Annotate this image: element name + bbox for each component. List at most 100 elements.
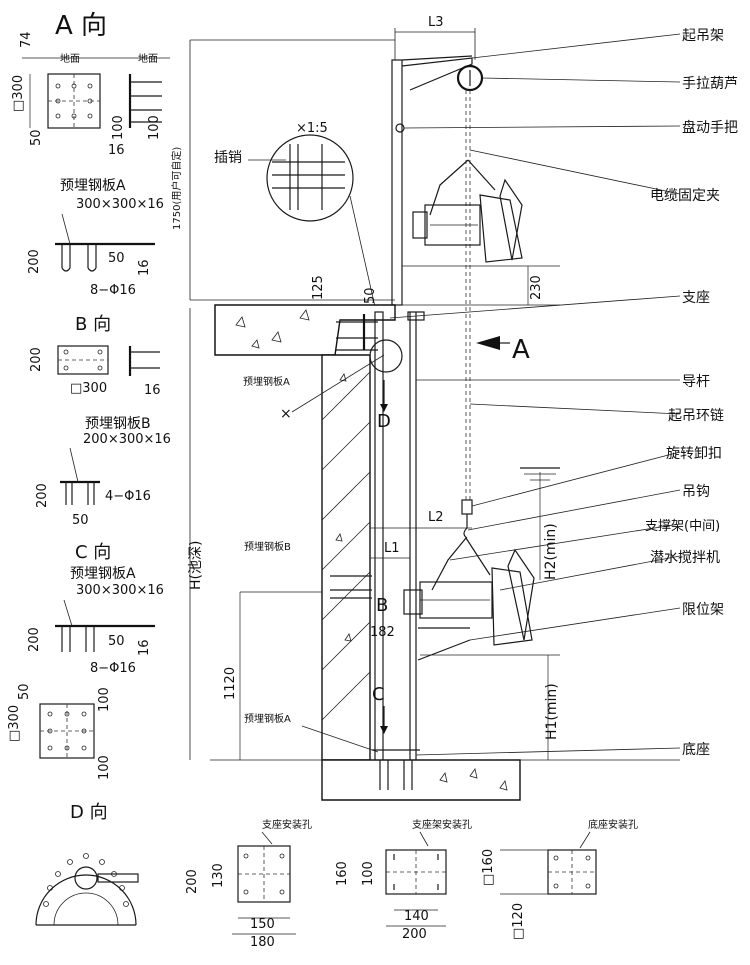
dim-100-c1: 100 bbox=[97, 687, 112, 712]
arrow-a-icon bbox=[476, 336, 500, 350]
callout-leaders bbox=[389, 33, 681, 756]
dim-16-a-detail: 16 bbox=[137, 259, 152, 276]
view-a-title: A 向 bbox=[55, 11, 107, 41]
dim-200-b: 200 bbox=[29, 347, 44, 372]
dim-50-a-detail: 50 bbox=[108, 251, 125, 266]
dim-150-hs: 150 bbox=[250, 917, 275, 932]
plate-a-holes bbox=[48, 74, 100, 128]
view-b-title: B 向 bbox=[75, 314, 111, 335]
dim-l2: L2 bbox=[428, 510, 444, 525]
plate-b-title: 预埋钢板B bbox=[85, 416, 151, 432]
bolt-4-b: 4−Φ16 bbox=[105, 489, 151, 504]
callout-hook: 吊钩 bbox=[682, 484, 710, 500]
callout-base: 底座 bbox=[682, 742, 710, 758]
dim-1120: 1120 bbox=[223, 667, 238, 700]
bolt-8-a: 8−Φ16 bbox=[90, 283, 136, 298]
small-plate-a-bottom-label: 预埋钢板A bbox=[244, 712, 291, 725]
upper-slab bbox=[214, 304, 396, 356]
pool-wall bbox=[321, 354, 371, 761]
swivel-shackle-icon bbox=[461, 499, 473, 515]
dim-sq300-c: □300 bbox=[7, 705, 22, 742]
callout-chain-hoist: 手拉葫芦 bbox=[682, 76, 738, 92]
plate-a-size: 300×300×16 bbox=[76, 197, 164, 212]
dim-50-a: 50 bbox=[29, 129, 44, 146]
scale-label: ×1:5 bbox=[296, 121, 328, 136]
callout-support-frame: 支撑架(中间) bbox=[645, 519, 720, 534]
dim-180-hs: 180 bbox=[250, 935, 275, 950]
mixer-installed bbox=[403, 537, 535, 661]
arrow-d-label: D bbox=[377, 411, 391, 432]
dim-182: 182 bbox=[370, 625, 395, 640]
dim-125: 125 bbox=[311, 275, 326, 300]
dim-100-a: 100 bbox=[111, 115, 126, 140]
dim-sq160-hb: □160 bbox=[481, 849, 496, 886]
pin-label: 插销 bbox=[214, 150, 242, 166]
bottom-slab bbox=[321, 759, 521, 801]
h1-label: H1(min) bbox=[544, 683, 560, 740]
callout-guide-rod: 导杆 bbox=[682, 374, 710, 390]
dim-230: 230 bbox=[529, 275, 544, 300]
dim-l3: L3 bbox=[428, 15, 444, 30]
dim-100-hf: 100 bbox=[361, 861, 376, 886]
dim-200-bd: 200 bbox=[35, 483, 50, 508]
hand-crank-icon bbox=[395, 123, 405, 133]
support-seat-detail bbox=[369, 339, 403, 373]
dim-200-hf: 200 bbox=[402, 927, 427, 942]
ground-label-2: 地面 bbox=[138, 52, 158, 65]
small-plate-b-label: 预埋钢板B bbox=[244, 540, 291, 553]
hole-base-title: 底座安装孔 bbox=[588, 818, 638, 831]
callout-limit-frame: 限位架 bbox=[682, 602, 724, 618]
dim-16-a: 16 bbox=[108, 143, 125, 158]
hole-support-title: 支座安装孔 bbox=[262, 818, 312, 831]
hole-frame-title: 支座架安装孔 bbox=[412, 818, 472, 831]
arrow-a-label: A bbox=[512, 335, 530, 365]
bolt-8-c: 8−Φ16 bbox=[90, 661, 136, 676]
plate-c-size: 300×300×16 bbox=[76, 583, 164, 598]
callout-cable-clamp: 电缆固定夹 bbox=[650, 188, 720, 204]
arrow-c-icon bbox=[380, 726, 388, 734]
dim-50-c2: 50 bbox=[17, 683, 32, 700]
pool-depth-label: H(池深) bbox=[188, 541, 204, 590]
x-mark: × bbox=[280, 406, 292, 422]
callout-lift-frame: 起吊架 bbox=[682, 28, 724, 44]
dim-50-b: 50 bbox=[72, 513, 89, 528]
arrow-c-label: C bbox=[372, 684, 385, 705]
arrow-b-label: B bbox=[376, 595, 388, 616]
callout-swivel-shackle: 旋转卸扣 bbox=[666, 446, 722, 462]
plate-a-title: 预埋钢板A bbox=[60, 178, 126, 194]
ground-label-1: 地面 bbox=[60, 52, 80, 65]
h2-label: H2(min) bbox=[543, 523, 559, 580]
view-d-semicircle bbox=[35, 853, 139, 926]
view-c-title: C 向 bbox=[75, 542, 111, 563]
small-plate-a-label: 预埋钢板A bbox=[243, 375, 290, 388]
plate-c-title: 预埋钢板A bbox=[70, 566, 136, 582]
callout-support-seat: 支座 bbox=[682, 290, 710, 306]
hook-icon bbox=[463, 514, 468, 539]
dim-160-hf: 160 bbox=[335, 861, 350, 886]
callout-lift-chain: 起吊环链 bbox=[668, 408, 724, 424]
callout-mixer: 潜水搅拌机 bbox=[650, 550, 720, 566]
callout-hand-crank: 盘动手把 bbox=[682, 119, 738, 136]
arrow-d-icon bbox=[380, 404, 388, 412]
plate-b-size: 200×300×16 bbox=[83, 432, 171, 447]
wall-hatch bbox=[321, 371, 371, 721]
dim-140-hf: 140 bbox=[404, 909, 429, 924]
dim-16-c: 16 bbox=[137, 639, 152, 656]
dim-100-c2: 100 bbox=[97, 755, 112, 780]
dim-130-hs: 130 bbox=[211, 863, 226, 888]
height-note: 1750(用户可自定) bbox=[170, 147, 183, 230]
dim-l1: L1 bbox=[384, 541, 400, 556]
dim-200-a: 200 bbox=[27, 249, 42, 274]
dim-200-hs: 200 bbox=[185, 869, 200, 894]
dim-200-c: 200 bbox=[27, 627, 42, 652]
dim-sq300-a: □300 bbox=[11, 75, 26, 112]
view-d-title: D 向 bbox=[70, 802, 108, 823]
dim-300-b: □300 bbox=[70, 381, 107, 396]
detail-circle bbox=[266, 134, 354, 222]
dim-100-a2: 100 bbox=[147, 115, 162, 140]
dim-74: 74 bbox=[19, 31, 34, 48]
dim-50-main: 50 bbox=[363, 287, 378, 304]
lift-frame bbox=[391, 55, 473, 306]
